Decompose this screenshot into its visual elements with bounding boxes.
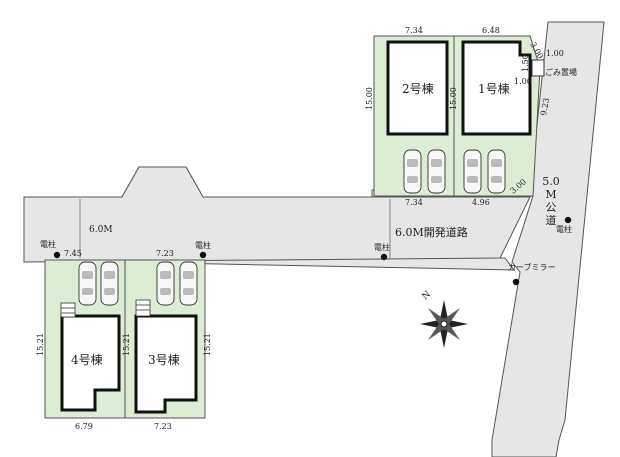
dim-h1-left: 15.00 [449, 87, 458, 110]
dim-g100b: 1.00 [514, 77, 532, 86]
house-1 [461, 40, 532, 136]
house-4-label: 4号棟 [71, 352, 103, 367]
car-icon [100, 261, 119, 306]
pole-center-label: 電柱 [374, 242, 390, 252]
dim-h3-bottom: 7.23 [154, 422, 172, 431]
public-road-2: M [545, 188, 556, 201]
pole-left-label: 電柱 [40, 239, 56, 249]
house-3 [134, 314, 198, 414]
car-icon [427, 149, 446, 194]
public-road-1: 5.0 [542, 175, 560, 188]
car-icon [403, 149, 422, 194]
dim-h4-left: 15.21 [36, 333, 45, 356]
curve-mirror [512, 278, 520, 286]
steps-3 [135, 299, 151, 317]
house-2 [386, 40, 449, 136]
road-width-label: 6.0M [89, 225, 113, 235]
steps-4 [60, 302, 76, 318]
car-icon [487, 149, 506, 194]
dim-h1-top: 6.48 [482, 26, 500, 35]
compass-n-label: N [421, 289, 434, 302]
dim-h4-top: 7.45 [64, 249, 82, 258]
house-1-label: 1号棟 [478, 81, 510, 96]
dim-h1-right: 9.23 [539, 97, 551, 116]
pole-left [53, 251, 61, 259]
public-road-4: 道 [546, 213, 557, 227]
car-icon [179, 261, 198, 306]
car-icon [78, 261, 97, 306]
dim-g100a: 1.00 [546, 49, 564, 58]
car-icon [156, 261, 175, 306]
parking-cars [78, 149, 506, 306]
pole-right [564, 216, 572, 224]
pole-mid-label: 電柱 [195, 240, 211, 250]
dim-h3-right: 15.21 [203, 333, 212, 356]
compass-icon [420, 300, 468, 348]
dim-h2-bottom: 7.34 [405, 198, 423, 207]
dim-g150: 1.50 [521, 54, 530, 72]
garbage-label: ごみ置場 [545, 67, 577, 77]
dev-road-label: 6.0M開発道路 [395, 225, 468, 239]
pole-center [380, 253, 388, 261]
car-icon [463, 149, 482, 194]
dim-h1-bottom: 4.96 [472, 198, 490, 207]
house-2-label: 2号棟 [402, 81, 434, 96]
house-4 [60, 314, 121, 412]
dim-h3-top: 7.23 [156, 249, 174, 258]
pole-mid [199, 251, 207, 259]
pole-right-label: 電柱 [556, 224, 572, 234]
dim-h2-top: 7.34 [405, 26, 423, 35]
dim-h4-right: 15.21 [122, 333, 131, 356]
public-road-3: 公 [546, 201, 557, 214]
house-3-label: 3号棟 [148, 352, 180, 367]
curve-mirror-label: カーブミラー [508, 262, 556, 272]
dim-h4-bottom: 6.79 [75, 422, 93, 431]
dim-h2-left: 15.00 [365, 87, 374, 110]
garbage-area [531, 59, 545, 77]
